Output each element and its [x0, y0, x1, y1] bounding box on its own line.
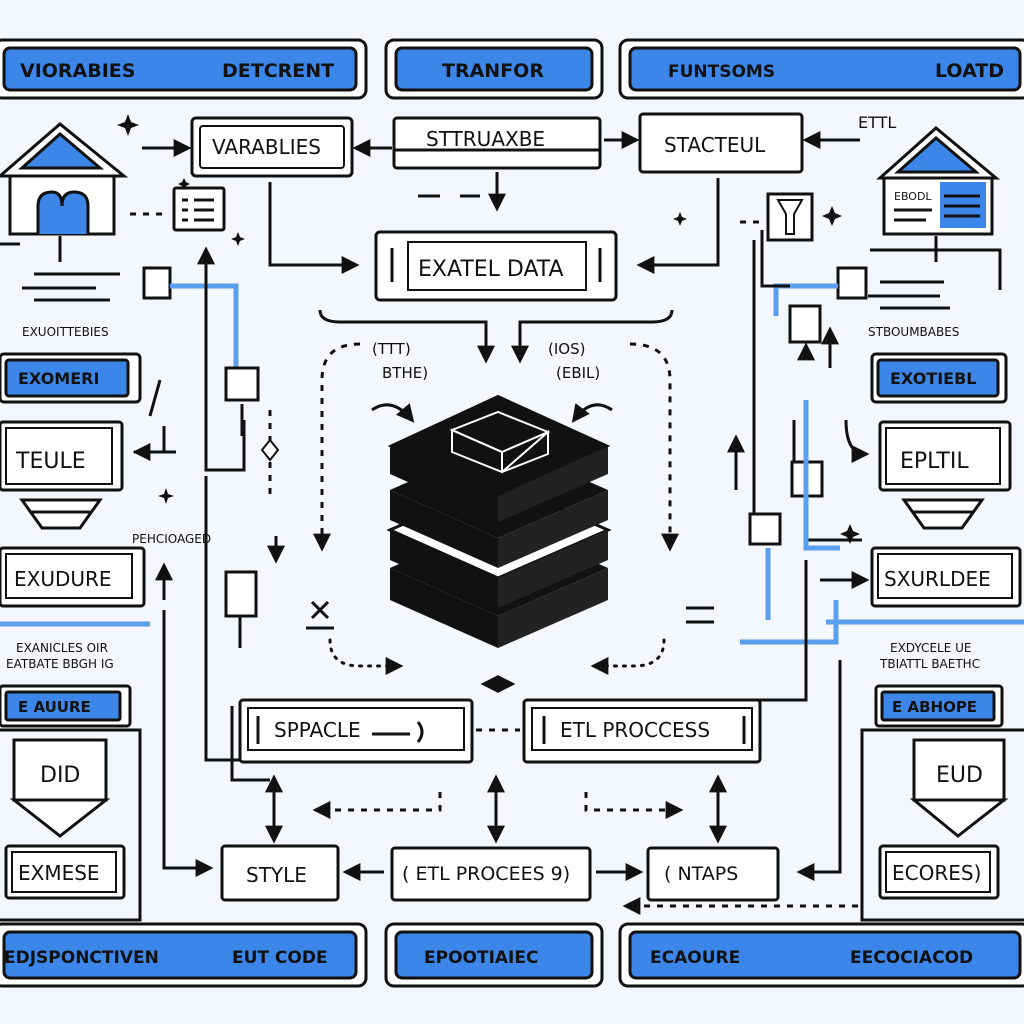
footer-center: EPOOTIAIEC [424, 948, 538, 968]
spacle-label: SPPACLE [274, 718, 361, 742]
ntaps-label: ( NTAPS [664, 863, 738, 885]
style-label: STYLE [246, 863, 307, 887]
left-tag-icon: DID [9, 738, 111, 838]
top-bar-left-b: DETCRENT [222, 60, 334, 82]
right-badge2: E ABHOPE [892, 698, 977, 716]
left-panel: EXUOITTEBIES EXOMERI TEULE PEHCIOAGED [0, 122, 285, 922]
right-bottom-label: ECORES) [892, 861, 981, 885]
top-bar-right-b: LOATD [935, 60, 1004, 82]
right-screen-label: EPLTIL [900, 449, 969, 474]
right-label: SXURLDEE [884, 567, 991, 591]
note-right-b: (EBIL) [556, 364, 600, 382]
right-tag-icon: EUD [909, 738, 1009, 838]
center-box-label: EXATEL DATA [418, 257, 564, 282]
center-loops [306, 309, 714, 693]
house-icon [0, 122, 129, 262]
right-panel: EBODL STBOUMBABES EXOTIEBL [622, 126, 1024, 922]
left-chip-label: DID [40, 763, 80, 788]
footer-left-a: EDJSPONCTIVEN [4, 948, 159, 968]
left-caption: EXUOITTEBIES [22, 325, 109, 339]
left-bottom-label: EXMESE [18, 861, 100, 885]
mid-row: SPPACLE ETL PROCCESS [238, 698, 762, 764]
funnel-icon [766, 192, 814, 242]
left-monitor-icon: TEULE [0, 420, 124, 530]
left-text-a: EXANICLES OIR [16, 641, 108, 655]
center-notes: (TTT) BTHE) (IOS) (EBIL) [372, 340, 600, 382]
center-box: EXATEL DATA [374, 230, 618, 302]
server-stack-icon [386, 394, 612, 648]
footer-left-b: EUT CODE [232, 948, 328, 968]
right-chip-label: EUD [936, 763, 983, 788]
left-note: PEHCIOAGED [132, 532, 211, 546]
bottom-row: STYLE ( ETL PROCEES 9) ( NTAPS [220, 844, 780, 902]
right-card-label: EBODL [894, 190, 932, 203]
variables-box-label: VARABLIES [212, 135, 321, 159]
structure-box-label: STTRUAXBE [426, 127, 545, 151]
sparkle-decorations [117, 114, 860, 544]
left-text-b: EATBATE BBGH IG [6, 657, 114, 671]
right-house-icon: EBODL [876, 126, 1001, 262]
left-label: EXUDURE [14, 567, 112, 591]
left-badge: EXOMERI [18, 369, 99, 388]
top-bar: VIORABIES DETCRENT TRANFOR FUNTSOMS LOAT… [0, 38, 1024, 100]
right-caption: STBOUMBABES [868, 325, 959, 339]
top-bar-right-a: FUNTSOMS [668, 62, 775, 82]
note-right-a: (IOS) [548, 340, 585, 358]
note-left-b: BTHE) [382, 364, 428, 382]
top-bar-left-a: VIORABIES [20, 60, 135, 82]
bottom-arrows [265, 774, 727, 881]
stacteul-box-label: STACTEUL [664, 133, 766, 157]
etl-processes-label: ( ETL PROCEES 9) [402, 863, 570, 885]
form-icon [172, 186, 226, 232]
row1: VARABLIES STTRUAXBE STACTEUL ETTL [142, 112, 896, 274]
top-bar-center: TRANFOR [442, 60, 544, 82]
etl-tag: ETTL [858, 113, 896, 132]
left-screen-label: TEULE [15, 449, 86, 474]
right-badge: EXOTIEBL [890, 369, 976, 388]
left-badge2: E AUURE [18, 698, 91, 716]
footer-right-a: ECAOURE [650, 948, 740, 968]
note-left-a: (TTT) [372, 340, 411, 358]
footer-right-b: EECOCIACOD [850, 948, 973, 968]
right-text-b: TBIATTL BAETHC [879, 657, 980, 671]
right-monitor-icon: EPLTIL [878, 420, 1012, 530]
etl-process-label: ETL PROCCESS [560, 718, 710, 742]
footer: EDJSPONCTIVEN EUT CODE EPOOTIAIEC ECAOUR… [0, 922, 1024, 988]
right-text-a: EXDYCELE UE [890, 641, 971, 655]
